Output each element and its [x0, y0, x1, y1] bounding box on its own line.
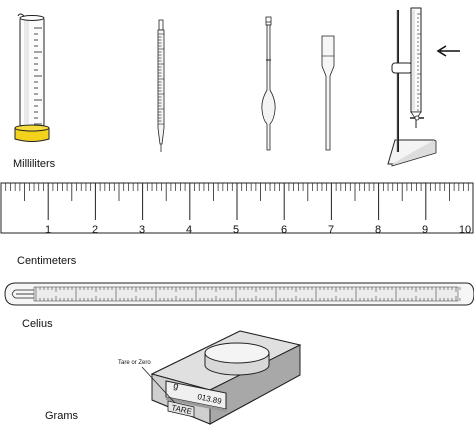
- digital-scale: g 013.89 TARE Tare or Zero: [118, 330, 302, 425]
- tare-callout-line: [141, 366, 176, 404]
- label-celsius: Celius: [22, 318, 53, 330]
- graduated-pipette: [157, 19, 165, 152]
- tare-button[interactable]: [167, 400, 195, 418]
- label-centimeters: Centimeters: [17, 255, 77, 267]
- tare-button-label: TARE: [171, 403, 193, 416]
- ruler-number-6: 6: [281, 224, 287, 236]
- reading-arrow-icon: [436, 45, 460, 57]
- thermometer: [4, 282, 474, 306]
- graduated-cylinder: [14, 13, 50, 142]
- ruler-number-5: 5: [233, 224, 239, 236]
- scale-pan-top: [204, 342, 270, 364]
- label-milliliters: Milliliters: [13, 158, 56, 170]
- ruler-number-3: 3: [139, 224, 145, 236]
- transfer-pipette: [321, 35, 335, 151]
- ruler-number-4: 4: [186, 224, 192, 236]
- scale-display-unit: g: [173, 380, 180, 391]
- centimeter-ruler: 1 2 3 4 5 6 7 8 9 10: [0, 182, 474, 236]
- thermometer-graduations: [35, 287, 461, 301]
- ruler-number-8: 8: [375, 224, 381, 236]
- pipette-graduations: [158, 33, 164, 125]
- label-grams: Grams: [45, 410, 79, 422]
- tare-callout-label: Tare or Zero: [118, 360, 151, 366]
- volumetric-pipette: [261, 16, 276, 151]
- burette-graduations: [417, 13, 421, 111]
- ruler-tick-marks: [0, 183, 474, 220]
- cylinder-graduations: [34, 27, 42, 125]
- ruler-number-7: 7: [328, 224, 334, 236]
- burette-on-stand: [387, 7, 460, 167]
- ruler-number-9: 9: [422, 224, 428, 236]
- ruler-number-1: 1: [45, 224, 51, 236]
- ruler-number-2: 2: [92, 224, 98, 236]
- ruler-number-10: 10: [459, 224, 471, 236]
